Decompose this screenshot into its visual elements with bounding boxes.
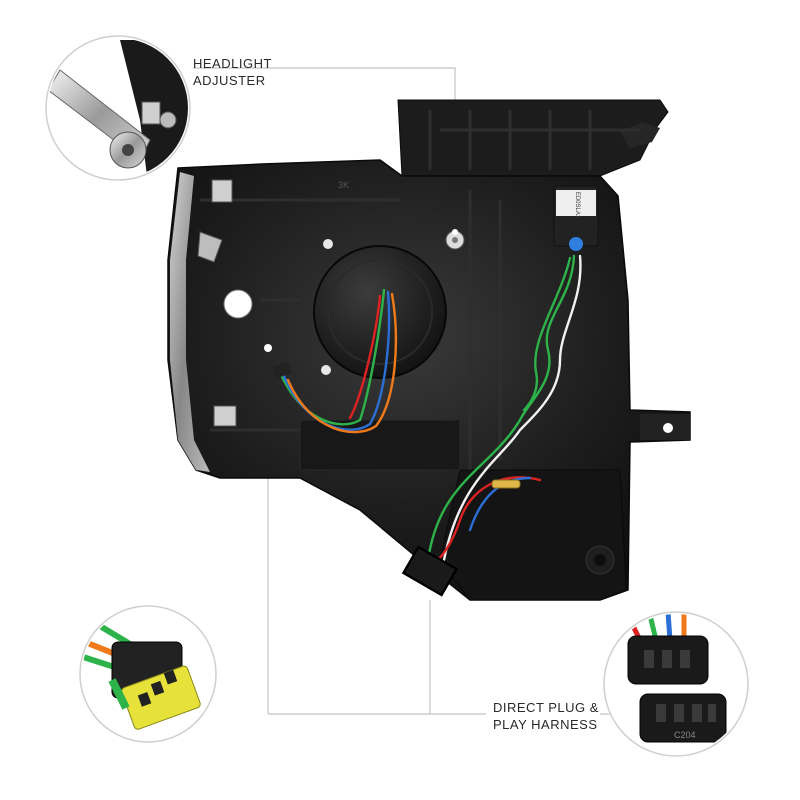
harness-plug <box>401 545 459 597</box>
callout-harness-line1: DIRECT PLUG & <box>493 700 599 715</box>
connector-marking: C204 <box>674 730 696 740</box>
inset-connector-male: C204 <box>603 611 749 757</box>
callout-plug-and-play-harness: DIRECT PLUG & PLAY HARNESS <box>493 699 599 733</box>
casting-code: 3K <box>338 180 349 190</box>
bulb-cap <box>313 245 447 379</box>
headlight-housing: 3K ED0SLA1 <box>167 99 691 601</box>
inset-adjuster <box>45 35 191 181</box>
wiring-harness <box>272 254 582 600</box>
inset-connector-female <box>79 605 217 743</box>
module-label: ED0SLA1 <box>574 192 580 219</box>
callout-adjuster-line2: ADJUSTER <box>193 73 266 88</box>
callout-headlight-adjuster: HEADLIGHT ADJUSTER <box>193 55 272 89</box>
callout-adjuster-line1: HEADLIGHT <box>193 56 272 71</box>
callout-harness-line2: PLAY HARNESS <box>493 717 598 732</box>
